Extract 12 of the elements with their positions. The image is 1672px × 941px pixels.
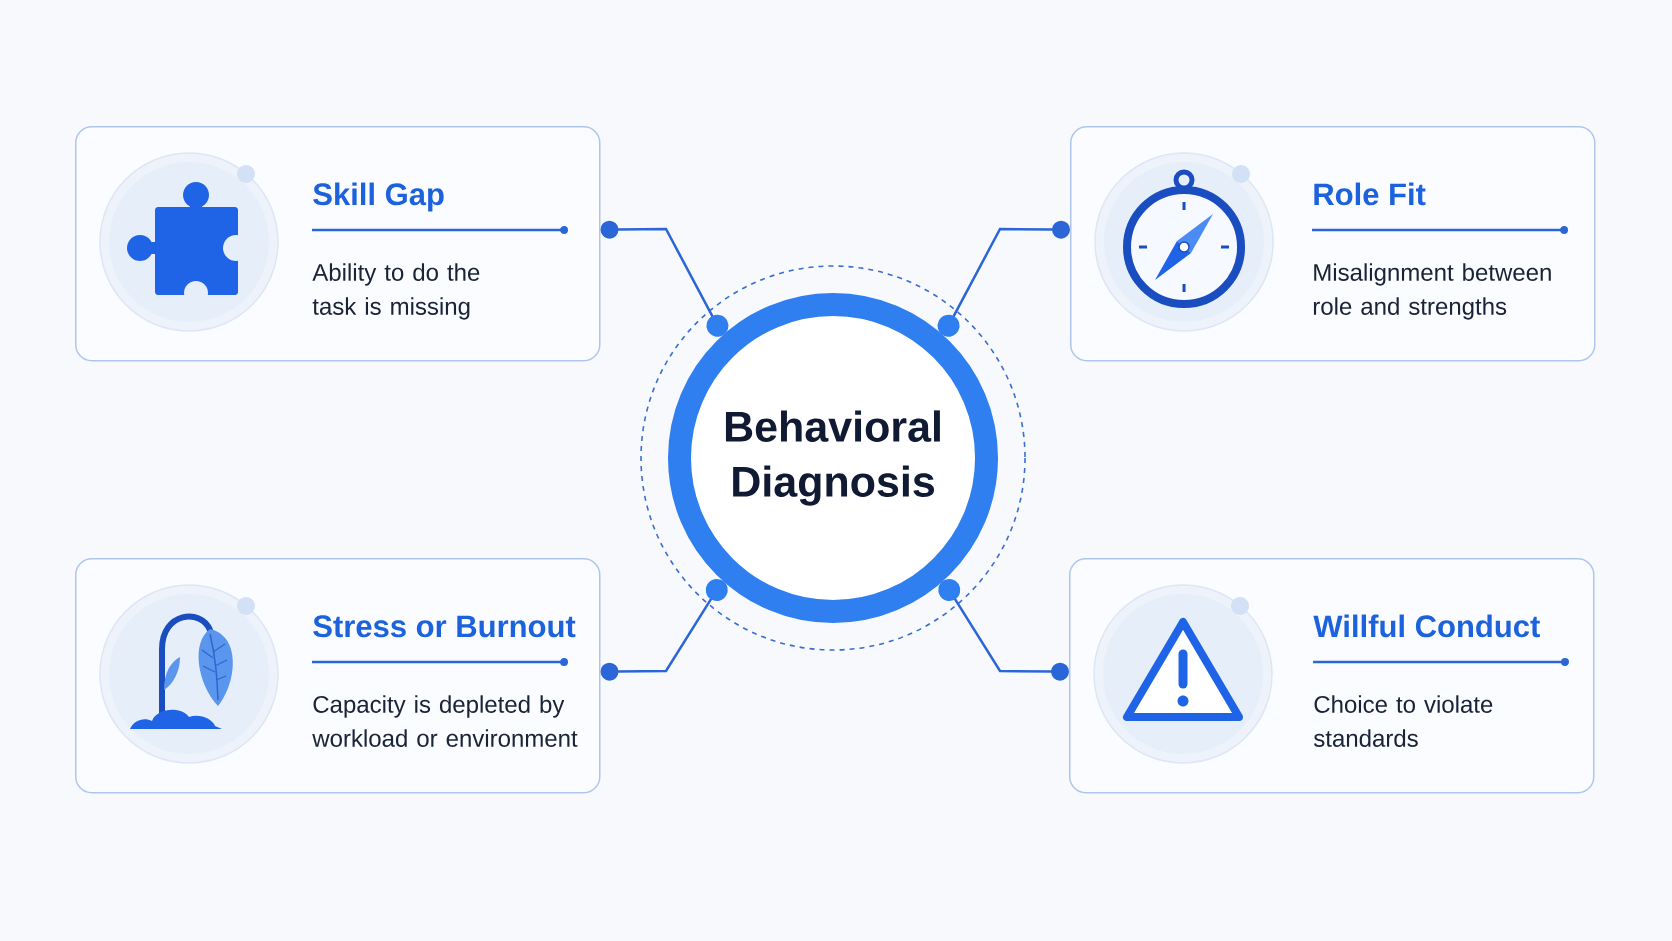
card-title: Skill Gap [313,182,444,212]
card-title: Stress or Burnout [313,615,576,638]
card-text: Ability to do the task is missing [312,263,480,320]
connector-line [600,578,728,681]
connector-line [937,220,1070,337]
connector-line [600,220,729,337]
card-title: Role Fit [1314,182,1426,206]
card-text: Misalignment between role and strengths [1313,263,1551,320]
card-text: Capacity is depleted by workload or environment [312,695,578,747]
card-text: Choice to violate standards [1313,695,1493,747]
card-title: Willful Conduct [1313,614,1540,638]
connector-line [938,578,1069,681]
